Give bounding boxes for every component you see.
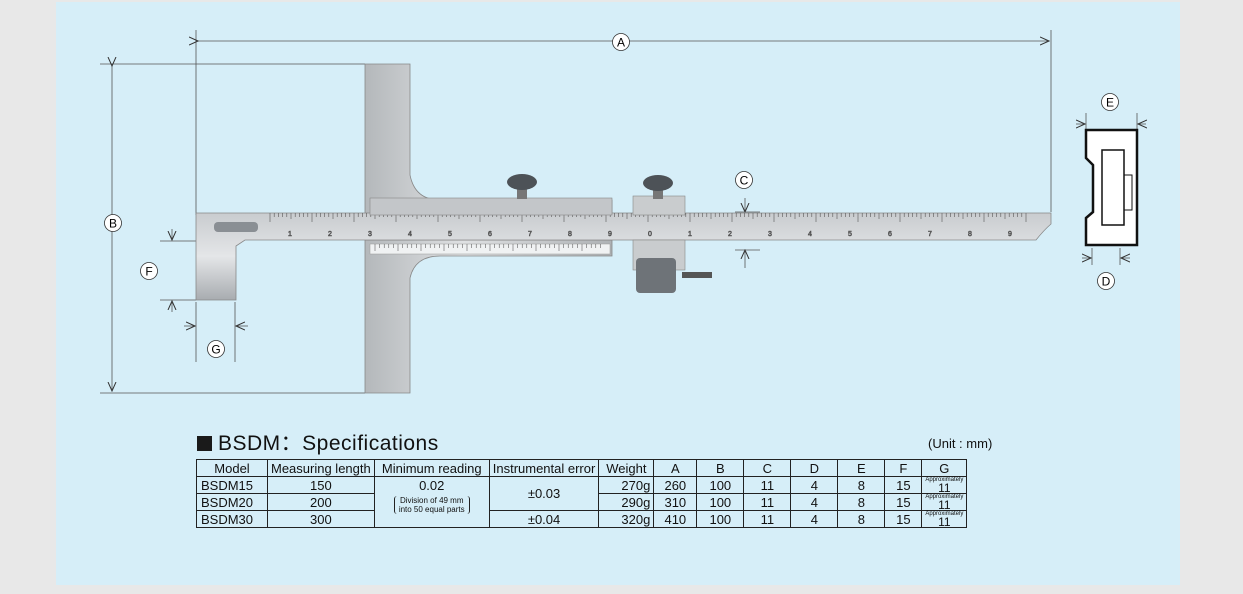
cell-f: 15 (884, 493, 923, 511)
specifications-table: Model Measuring length Minimum reading I… (196, 459, 968, 529)
approx-text: Approximately (925, 494, 964, 500)
scale-number: 1 (688, 231, 692, 238)
header-b: B (696, 459, 745, 477)
scale-number: 8 (968, 231, 972, 238)
scale-number: 4 (808, 231, 812, 238)
cell-length: 150 (267, 476, 375, 494)
table-header-row: Model Measuring length Minimum reading I… (196, 459, 968, 477)
header-weight: Weight (598, 459, 655, 477)
label-f: F (140, 262, 158, 280)
cell-c: 11 (743, 476, 792, 494)
min-reading-note-1: Division of 49 mm (399, 496, 464, 505)
cell-model: BSDM30 (196, 510, 268, 528)
approx-text: Approximately (925, 511, 964, 517)
cell-error: ±0.04 (488, 510, 600, 528)
table-row: BSDM15 150 0.02 Division of 49 mm into 5… (196, 476, 968, 528)
cell-d: 4 (790, 476, 839, 494)
cell-model: BSDM20 (196, 493, 268, 511)
header-e: E (837, 459, 886, 477)
svg-text:D: D (1102, 275, 1111, 289)
cell-e: 8 (837, 510, 886, 528)
scale-number: 6 (488, 231, 492, 238)
svg-text:G: G (211, 343, 220, 357)
spec-title-text: BSDM：Specifications (218, 432, 439, 455)
scale-number: 0 (648, 231, 652, 238)
scale-number: 2 (328, 231, 332, 238)
cell-a: 310 (653, 493, 698, 511)
header-min-reading: Minimum reading (373, 459, 490, 477)
scale-number: 6 (888, 231, 892, 238)
label-b: B (104, 214, 122, 232)
g-value: 11 (938, 498, 951, 512)
svg-text:E: E (1106, 96, 1114, 110)
header-g: G (921, 459, 968, 477)
svg-text:A: A (617, 36, 625, 50)
header-a: A (653, 459, 698, 477)
min-reading-value: 0.02 (419, 478, 445, 493)
header-f: F (884, 459, 923, 477)
scale-number: 9 (1008, 231, 1012, 238)
header-d: D (790, 459, 839, 477)
svg-text:C: C (740, 174, 749, 188)
cell-f: 15 (884, 510, 923, 528)
label-e: E (1101, 93, 1119, 111)
scale-number: 7 (528, 231, 532, 238)
scale-number: 8 (568, 231, 572, 238)
square-bullet-icon (197, 436, 212, 451)
table-row: BSDM20 200 290g 310 100 11 4 8 15 Approx… (196, 493, 968, 512)
svg-text:F: F (145, 265, 152, 279)
label-a: A (612, 33, 630, 51)
header-c: C (743, 459, 792, 477)
approx-text: Approximately (925, 477, 964, 483)
cell-c: 11 (743, 510, 792, 528)
scale-number: 3 (768, 231, 772, 238)
header-model: Model (196, 459, 268, 477)
cell-a: 260 (653, 476, 698, 494)
g-value: 11 (938, 515, 951, 529)
scale-number: 7 (928, 231, 932, 238)
scale-number: 5 (848, 231, 852, 238)
cell-d: 4 (790, 493, 839, 511)
min-reading-note: Division of 49 mm into 50 equal parts (393, 496, 470, 514)
cell-c: 11 (743, 493, 792, 511)
header-error: Instrumental error (488, 459, 600, 477)
scale-number: 1 (288, 231, 292, 238)
cell-length: 300 (267, 510, 375, 528)
cell-weight: 270g (598, 476, 655, 494)
min-reading-note-2: into 50 equal parts (398, 505, 465, 514)
cell-weight: 290g (598, 493, 655, 511)
cell-e: 8 (837, 493, 886, 511)
cell-model: BSDM15 (196, 476, 268, 494)
cell-e: 8 (837, 476, 886, 494)
g-value: 11 (938, 481, 951, 495)
cell-min-reading: 0.02 Division of 49 mm into 50 equal par… (373, 476, 490, 528)
unit-label: (Unit : mm) (928, 436, 993, 451)
label-g: G (207, 340, 225, 358)
scale-number: 5 (448, 231, 452, 238)
cell-d: 4 (790, 510, 839, 528)
header-length: Measuring length (267, 459, 375, 477)
svg-text:B: B (109, 217, 117, 231)
cell-b: 100 (696, 476, 745, 494)
cell-b: 100 (696, 510, 745, 528)
label-c: C (735, 171, 753, 189)
scale-number: 3 (368, 231, 372, 238)
spec-title: BSDM：Specifications (197, 427, 439, 457)
scale-number: 4 (408, 231, 412, 238)
cell-a: 410 (653, 510, 698, 528)
cell-length: 200 (267, 493, 375, 511)
label-d: D (1097, 272, 1115, 290)
cell-weight: 320g (598, 510, 655, 528)
table-row: BSDM30 300 ±0.04 320g 410 100 11 4 8 15 … (196, 510, 968, 529)
scale-number: 9 (608, 231, 612, 238)
cell-b: 100 (696, 493, 745, 511)
scale-number: 2 (728, 231, 732, 238)
cell-error: ±0.03 (488, 476, 600, 511)
cell-f: 15 (884, 476, 923, 494)
